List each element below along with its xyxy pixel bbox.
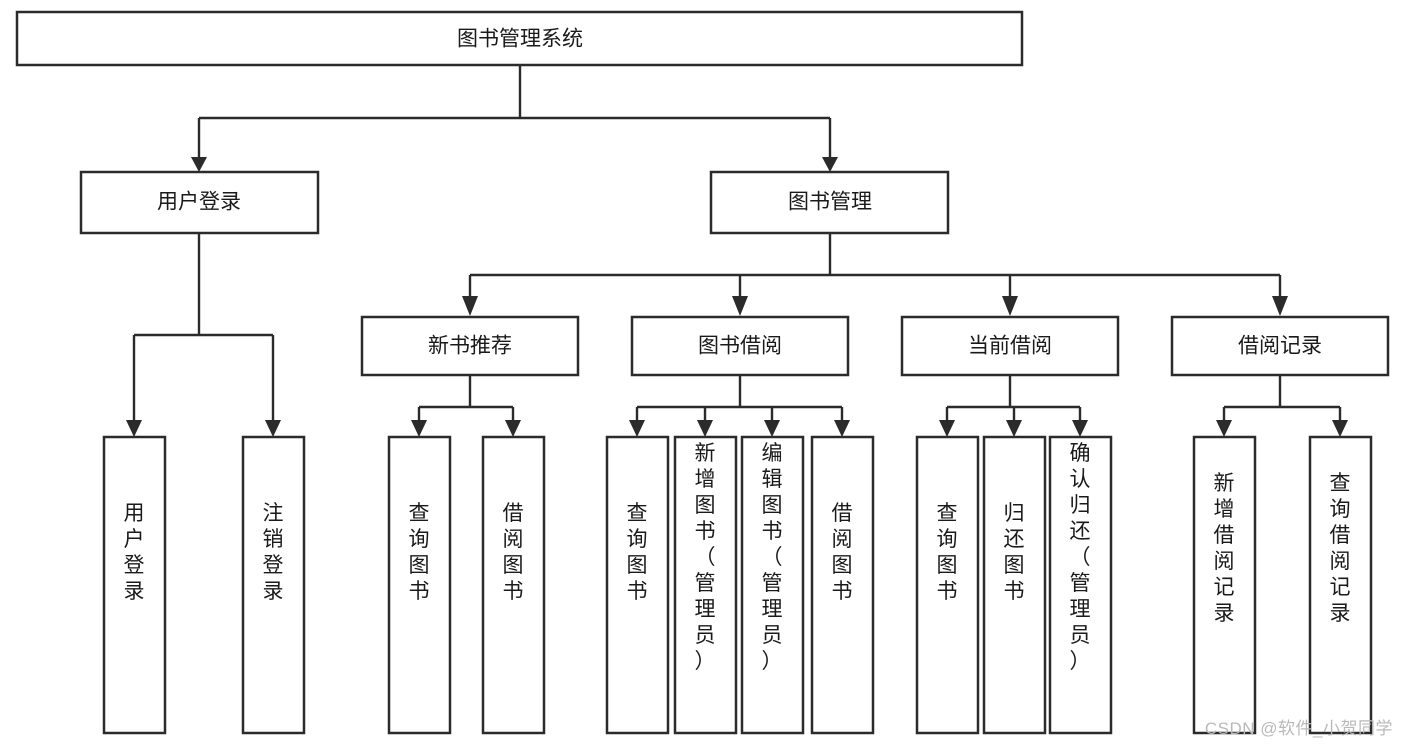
node-leaf-user-logout-box[interactable]: [241, 435, 306, 735]
arrowhead-current-borrow: [1002, 296, 1018, 316]
arrowhead-leaf-user-logout: [265, 420, 281, 437]
connectors-group: [126, 65, 1348, 437]
arrowhead-leaf-return-book: [1006, 420, 1022, 437]
arrowhead-leaf-add-book: [697, 420, 713, 437]
node-leaf-query-book-3-label: 查询图书: [937, 502, 958, 603]
arrowhead-leaf-query-book-2: [629, 420, 645, 437]
node-book-borrow-label: 图书借阅: [698, 335, 782, 358]
arrowhead-book-management: [822, 157, 838, 172]
arrowhead-leaf-borrow-book-2: [834, 420, 850, 437]
node-borrow-record-label: 借阅记录: [1238, 335, 1322, 358]
arrowhead-new-book-recommend: [462, 296, 478, 316]
arrowhead-leaf-add-record: [1216, 420, 1232, 437]
node-leaf-borrow-book-2-label: 借阅图书: [832, 502, 853, 603]
node-new-book-recommend-label: 新书推荐: [428, 335, 512, 358]
arrowhead-user-login: [191, 157, 207, 172]
node-leaf-borrow-book-1-label: 借阅图书: [503, 502, 524, 603]
arrowhead-leaf-user-login: [126, 420, 142, 437]
node-leaf-edit-book[interactable]: 编辑图书（管理员）: [740, 435, 805, 735]
node-user-login[interactable]: 用户登录: [79, 170, 320, 235]
node-leaf-query-book-1-label: 查询图书: [409, 502, 430, 603]
node-book-borrow-box[interactable]: [630, 315, 850, 377]
arrowhead-leaf-borrow-book-1: [505, 420, 521, 437]
node-new-book-recommend[interactable]: 新书推荐: [360, 315, 580, 377]
node-leaf-borrow-book-2[interactable]: 借阅图书: [810, 435, 875, 735]
node-leaf-query-book-3[interactable]: 查询图书: [915, 435, 980, 735]
node-root-box[interactable]: [15, 10, 1024, 67]
node-leaf-user-logout-label: 注销登录: [263, 502, 284, 603]
node-leaf-query-record-box[interactable]: [1308, 435, 1373, 735]
node-leaf-add-record-box[interactable]: [1192, 435, 1257, 735]
node-leaf-user-login-label: 用户登录: [124, 502, 145, 603]
arrowhead-leaf-query-record: [1332, 420, 1348, 437]
node-borrow-record-box[interactable]: [1170, 315, 1390, 377]
node-current-borrow-box[interactable]: [900, 315, 1120, 377]
arrowhead-leaf-query-book-1: [411, 420, 427, 437]
node-book-management-label: 图书管理: [788, 191, 872, 214]
node-book-borrow[interactable]: 图书借阅: [630, 315, 850, 377]
node-book-management[interactable]: 图书管理: [709, 170, 950, 235]
node-leaf-query-book-2-box[interactable]: [605, 435, 670, 735]
arrowhead-leaf-confirm-return: [1072, 420, 1088, 437]
node-leaf-query-book-1[interactable]: 查询图书: [387, 435, 452, 735]
arrowhead-leaf-edit-book: [764, 420, 780, 437]
node-root[interactable]: 图书管理系统: [15, 10, 1024, 67]
node-leaf-query-record-label: 查询借阅记录: [1330, 472, 1351, 625]
node-leaf-query-book-2-label: 查询图书: [627, 502, 648, 603]
node-leaf-add-record-label: 新增借阅记录: [1214, 472, 1235, 625]
arrowhead-book-borrow: [732, 296, 748, 316]
node-leaf-confirm-return[interactable]: 确认归还（管理员）: [1048, 435, 1113, 735]
node-leaf-user-logout[interactable]: 注销登录: [241, 435, 306, 735]
node-leaf-edit-book-box[interactable]: [740, 435, 805, 735]
node-current-borrow[interactable]: 当前借阅: [900, 315, 1120, 377]
node-leaf-borrow-book-1[interactable]: 借阅图书: [481, 435, 546, 735]
arrowhead-borrow-record: [1272, 296, 1288, 316]
node-root-label: 图书管理系统: [457, 28, 583, 51]
node-borrow-record[interactable]: 借阅记录: [1170, 315, 1390, 377]
node-leaf-add-book[interactable]: 新增图书（管理员）: [673, 435, 738, 735]
node-user-login-box[interactable]: [79, 170, 320, 235]
node-leaf-query-book-1-box[interactable]: [387, 435, 452, 735]
node-leaf-query-book-3-box[interactable]: [915, 435, 980, 735]
node-leaf-return-book-label: 归还图书: [1004, 502, 1025, 603]
node-leaf-edit-book-label: 编辑图书（管理员）: [762, 442, 783, 673]
arrowhead-leaf-query-book-3: [939, 420, 955, 437]
node-current-borrow-label: 当前借阅: [968, 335, 1052, 358]
csdn-watermark: CSDN @软件_小贺同学: [1204, 719, 1393, 738]
node-leaf-add-book-label: 新增图书（管理员）: [695, 442, 716, 673]
node-leaf-return-book[interactable]: 归还图书: [982, 435, 1047, 735]
node-leaf-query-record[interactable]: 查询借阅记录: [1308, 435, 1373, 735]
node-leaf-add-book-box[interactable]: [673, 435, 738, 735]
node-leaf-user-login[interactable]: 用户登录: [102, 435, 167, 735]
node-book-management-box[interactable]: [709, 170, 950, 235]
node-leaf-borrow-book-2-box[interactable]: [810, 435, 875, 735]
node-leaf-query-book-2[interactable]: 查询图书: [605, 435, 670, 735]
node-leaf-add-record[interactable]: 新增借阅记录: [1192, 435, 1257, 735]
node-leaf-borrow-book-1-box[interactable]: [481, 435, 546, 735]
node-leaf-confirm-return-box[interactable]: [1048, 435, 1113, 735]
node-new-book-recommend-box[interactable]: [360, 315, 580, 377]
node-leaf-confirm-return-label: 确认归还（管理员）: [1070, 442, 1091, 673]
node-user-login-label: 用户登录: [157, 191, 241, 214]
node-leaf-user-login-box[interactable]: [102, 435, 167, 735]
node-leaf-return-book-box[interactable]: [982, 435, 1047, 735]
